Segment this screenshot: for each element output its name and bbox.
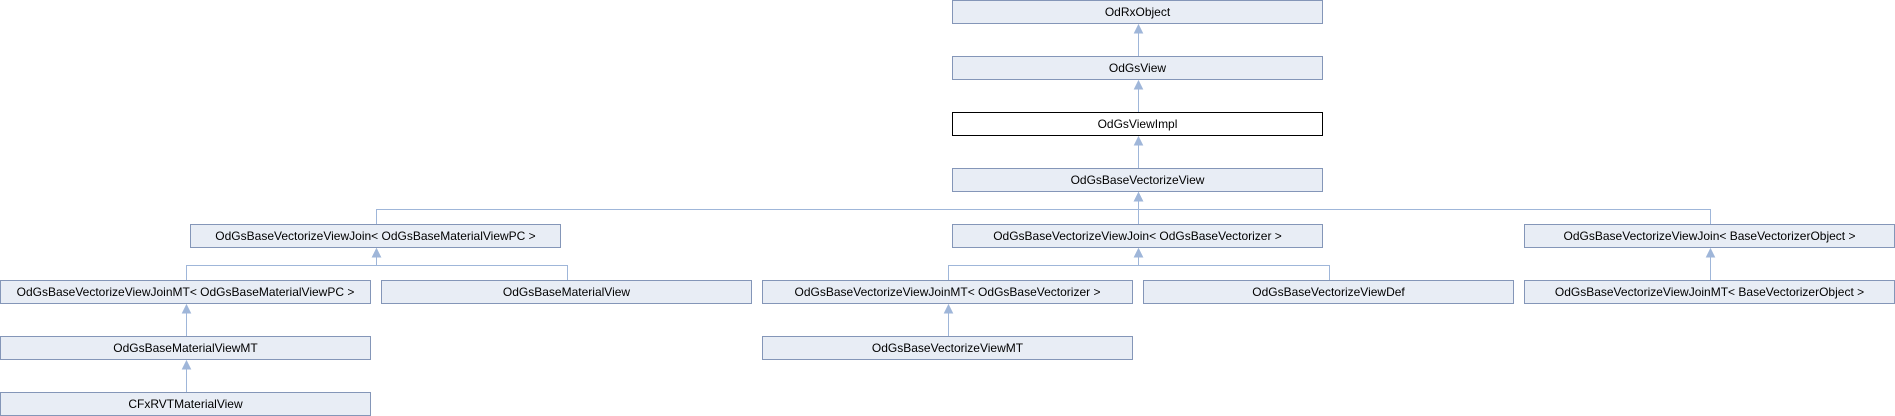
node-joinmt-materialviewpc[interactable]: OdGsBaseVectorizeViewJoinMT< OdGsBaseMat… <box>0 280 371 304</box>
inheritance-arrowhead <box>1133 135 1144 146</box>
inheritance-arrowhead <box>371 247 382 258</box>
node-joinmt-basevectorizerobject[interactable]: OdGsBaseVectorizeViewJoinMT< BaseVectori… <box>1524 280 1895 304</box>
inheritance-edge <box>1138 255 1330 280</box>
node-odgsbasevectorizeviewdef[interactable]: OdGsBaseVectorizeViewDef <box>1143 280 1514 304</box>
inheritance-arrowhead <box>1133 191 1144 202</box>
inheritance-arrowhead <box>181 303 192 314</box>
node-odgsviewimpl: OdGsViewImpl <box>952 112 1323 136</box>
inheritance-arrowhead <box>1133 23 1144 34</box>
inheritance-arrowhead <box>1705 247 1716 258</box>
node-join-vectorizer[interactable]: OdGsBaseVectorizeViewJoin< OdGsBaseVecto… <box>952 224 1323 248</box>
node-join-basevectorizerobject[interactable]: OdGsBaseVectorizeViewJoin< BaseVectorize… <box>1524 224 1895 248</box>
node-odgsbasematerialviewmt[interactable]: OdGsBaseMaterialViewMT <box>0 336 371 360</box>
node-odgsbasevectorizeview[interactable]: OdGsBaseVectorizeView <box>952 168 1323 192</box>
inheritance-arrowhead <box>1133 79 1144 90</box>
inheritance-edge <box>186 255 377 280</box>
inheritance-arrowhead <box>943 303 954 314</box>
node-odgsbasevectorizeviewmt[interactable]: OdGsBaseVectorizeViewMT <box>762 336 1133 360</box>
inheritance-edge <box>1138 199 1711 224</box>
node-odrxobject[interactable]: OdRxObject <box>952 0 1323 24</box>
inheritance-edge <box>376 199 1139 224</box>
inheritance-arrowhead <box>1133 247 1144 258</box>
node-joinmt-vectorizer[interactable]: OdGsBaseVectorizeViewJoinMT< OdGsBaseVec… <box>762 280 1133 304</box>
inheritance-edge <box>376 255 568 280</box>
inheritance-edge <box>948 255 1139 280</box>
node-odgsview[interactable]: OdGsView <box>952 56 1323 80</box>
node-cfxrvtmaterialview[interactable]: CFxRVTMaterialView <box>0 392 371 416</box>
node-join-materialviewpc[interactable]: OdGsBaseVectorizeViewJoin< OdGsBaseMater… <box>190 224 561 248</box>
inheritance-arrowhead <box>181 359 192 370</box>
node-odgsbasematerialview[interactable]: OdGsBaseMaterialView <box>381 280 752 304</box>
